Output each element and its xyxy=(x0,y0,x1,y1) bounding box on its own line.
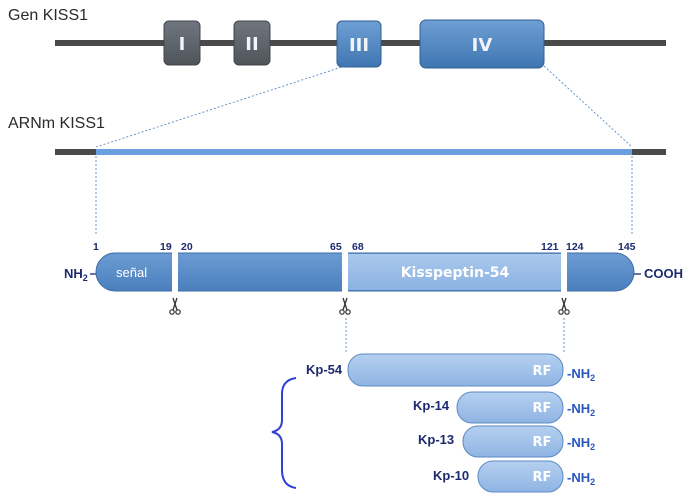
peptide-kp-13-motif: RF xyxy=(533,435,552,450)
peptide-kp-54-name: Kp-54 xyxy=(306,362,343,377)
pos-20: 20 xyxy=(181,241,193,253)
scissors-icon xyxy=(558,297,570,315)
pos-124: 124 xyxy=(566,241,584,253)
exon-1: I xyxy=(163,20,201,66)
peptide-kp-10-motif: RF xyxy=(533,470,552,485)
exon-4-label: IV xyxy=(472,35,493,56)
pos-1: 1 xyxy=(93,241,99,253)
peptide-kp-13-amide: -NH2 xyxy=(567,435,595,452)
peptide-family-brace xyxy=(271,377,297,489)
zoom-line-left xyxy=(95,65,346,148)
prepro-kisspeptin: señal Kisspeptin-54 xyxy=(95,252,635,292)
peptide-kp-13: Kp-13 RF -NH2 xyxy=(418,425,595,458)
exon-3-label: III xyxy=(349,35,369,56)
peptide-kp-14: Kp-14 RF -NH2 xyxy=(413,391,595,424)
scissors-icon xyxy=(339,297,351,315)
exon-3: III xyxy=(336,20,382,68)
exon-2: II xyxy=(233,20,271,66)
peptide-kp-14-amide: -NH2 xyxy=(567,401,595,418)
peptide-kp-54: Kp-54 RF -NH2 xyxy=(306,353,595,387)
cleavage-gap-1 xyxy=(172,252,178,292)
zoom-line-right xyxy=(543,65,633,148)
c-terminus: COOH xyxy=(644,266,683,281)
signal-peptide-label: señal xyxy=(116,265,147,280)
mrna-label: ARNm KISS1 xyxy=(8,115,105,132)
peptide-kp-14-motif: RF xyxy=(533,401,552,416)
peptide-kp-10: Kp-10 RF -NH2 xyxy=(433,460,595,493)
scissors-icon xyxy=(169,297,181,315)
pos-68: 68 xyxy=(352,241,364,253)
kisspeptin-54-region xyxy=(346,254,564,290)
gene-label: Gen KISS1 xyxy=(8,7,88,24)
pos-145: 145 xyxy=(618,241,636,253)
peptide-kp-14-name: Kp-14 xyxy=(413,398,450,413)
peptide-kp-13-name: Kp-13 xyxy=(418,432,454,447)
exon-2-label: II xyxy=(245,34,258,55)
cleavage-gap-2 xyxy=(342,252,348,292)
pos-121: 121 xyxy=(541,241,559,253)
peptide-kp-54-amide: -NH2 xyxy=(567,366,595,383)
exon-1-label: I xyxy=(179,34,186,55)
pos-19: 19 xyxy=(160,241,172,253)
cleavage-gap-3 xyxy=(561,252,567,292)
kisspeptin-54-label: Kisspeptin-54 xyxy=(401,265,510,281)
exon-4: IV xyxy=(419,19,545,69)
peptide-kp-54-motif: RF xyxy=(533,364,552,379)
peptide-kp-10-amide: -NH2 xyxy=(567,470,595,487)
pos-65: 65 xyxy=(330,241,342,253)
n-terminus: NH2 xyxy=(64,266,88,283)
peptide-kp-10-name: Kp-10 xyxy=(433,468,469,483)
position-labels: 1 19 20 65 68 121 124 145 xyxy=(93,241,636,253)
